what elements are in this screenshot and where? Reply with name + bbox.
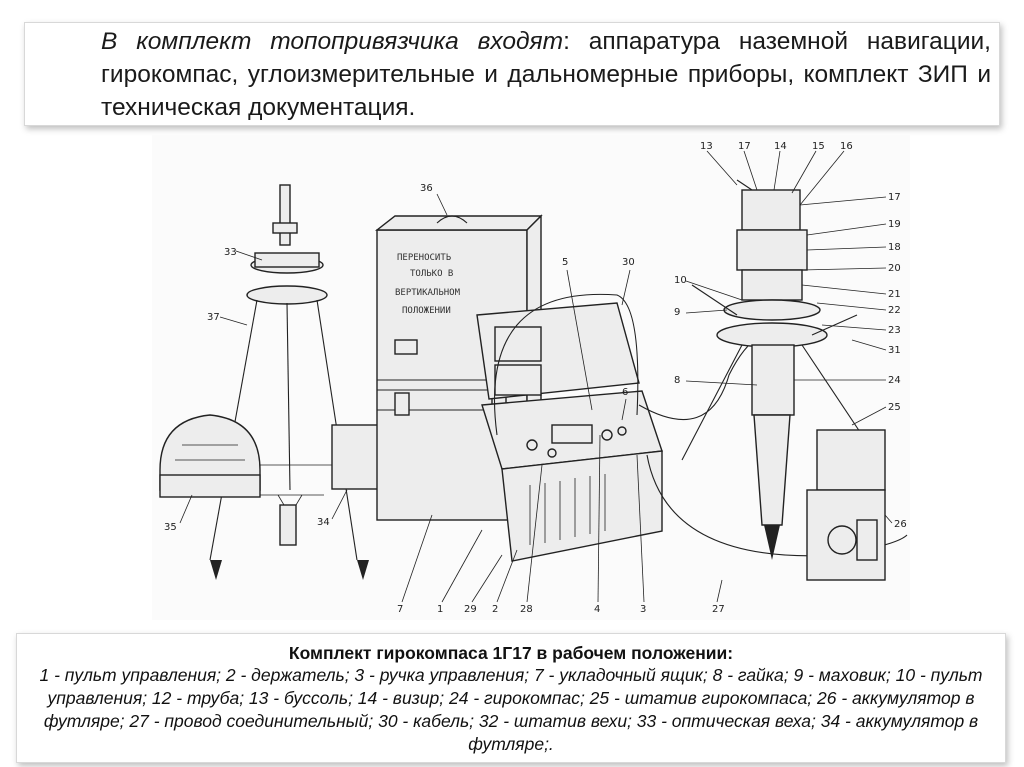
leader-lines	[179, 150, 893, 603]
callout-labels: 33 37 35 34 36 7 1 29 2 28 5 30 4 3 6 13…	[164, 141, 907, 615]
callout-28: 28	[520, 604, 533, 615]
control-unit	[476, 302, 663, 562]
caption-title: Комплект гирокомпаса 1Г17 в рабочем поло…	[288, 643, 734, 663]
illustration-svg: ПЕРЕНОСИТЬ ТОЛЬКО В ВЕРТИКАЛЬНОМ ПОЛОЖЕН…	[159, 141, 908, 615]
callout-18: 18	[888, 242, 901, 253]
callout-20: 20	[888, 263, 901, 274]
intro-lead: В комплект топопривязчика входят	[101, 28, 564, 55]
small-accumulator-case	[331, 424, 379, 490]
cable-30	[493, 293, 639, 436]
callout-4: 4	[594, 604, 600, 615]
case-stencil-line-4: ПОЛОЖЕНИИ	[402, 306, 451, 316]
callout-27: 27	[712, 604, 725, 615]
callout-13: 13	[700, 141, 713, 152]
dome-accumulator	[159, 414, 261, 498]
intro-text-box: В комплект топопривязчика входят: аппара…	[24, 22, 1000, 126]
callout-9: 9	[674, 307, 680, 318]
case-stencil-line-1: ПЕРЕНОСИТЬ	[397, 253, 452, 263]
callout-33: 33	[224, 247, 237, 258]
callout-8: 8	[674, 375, 680, 386]
callout-5: 5	[562, 257, 568, 268]
callout-17-top: 17	[738, 141, 751, 152]
callout-3: 3	[640, 604, 646, 615]
callout-21: 21	[888, 289, 901, 300]
callout-26: 26	[894, 519, 907, 530]
intro-paragraph: В комплект топопривязчика входят: аппара…	[35, 25, 991, 124]
callout-36: 36	[420, 183, 433, 194]
callout-19: 19	[888, 219, 901, 230]
callout-25: 25	[888, 402, 901, 413]
callout-37: 37	[207, 312, 220, 323]
figure-caption-box: Комплект гирокомпаса 1Г17 в рабочем поло…	[16, 633, 1006, 763]
callout-15: 15	[812, 141, 825, 152]
callout-24: 24	[888, 375, 901, 386]
case-stencil-line-2: ТОЛЬКО В	[410, 269, 453, 279]
callout-29: 29	[464, 604, 477, 615]
gyrocompass-kit-illustration: ПЕРЕНОСИТЬ ТОЛЬКО В ВЕРТИКАЛЬНОМ ПОЛОЖЕН…	[152, 135, 910, 620]
callout-7: 7	[397, 604, 403, 615]
callout-30: 30	[622, 257, 635, 268]
callout-14: 14	[774, 141, 787, 152]
intro-rest: : аппаратура наземной навигации, гироком…	[101, 28, 991, 121]
callout-23: 23	[888, 325, 901, 336]
callout-2: 2	[492, 604, 498, 615]
callout-17-right: 17	[888, 192, 901, 203]
callout-35: 35	[164, 522, 177, 533]
callout-34: 34	[317, 517, 330, 528]
callout-6: 6	[622, 387, 628, 398]
caption-body: 1 - пульт управления; 2 - держатель; 3 -…	[39, 665, 983, 754]
callout-16: 16	[840, 141, 853, 152]
connecting-wire-27	[646, 454, 908, 557]
callout-1: 1	[437, 604, 443, 615]
case-stencil-line-3: ВЕРТИКАЛЬНОМ	[395, 288, 461, 298]
callout-22: 22	[888, 305, 901, 316]
optical-pole-tripod	[209, 184, 369, 580]
callout-10: 10	[674, 275, 687, 286]
gyrocompass-battery	[806, 429, 886, 581]
callout-31: 31	[888, 345, 901, 356]
